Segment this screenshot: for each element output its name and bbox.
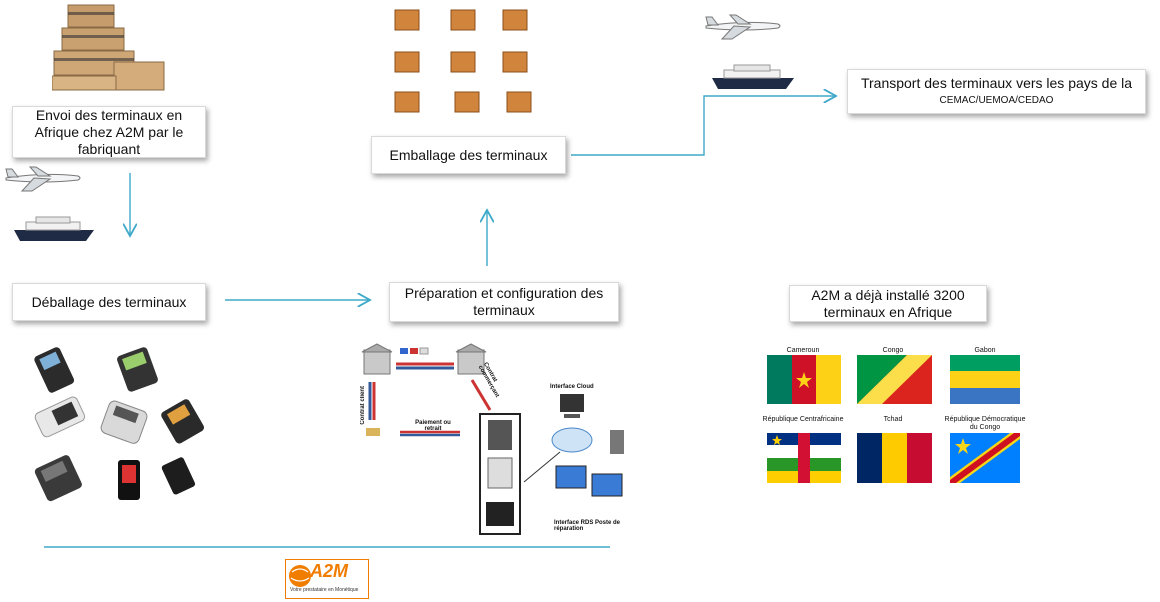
- flag-gabon: [950, 355, 1020, 404]
- flag-label-congo: Congo: [882, 347, 904, 354]
- step-emballage-label: Emballage des terminaux: [389, 146, 548, 163]
- flag-centrafrique: [767, 433, 841, 483]
- flag-rdc: [950, 433, 1020, 483]
- payment-terminals-image: [34, 347, 205, 502]
- flag-congo: [857, 355, 932, 404]
- step-transport-box: Transport des terminaux vers les pays de…: [847, 69, 1146, 114]
- label-interface-rds: Interface RDS Poste de réparation: [554, 520, 621, 532]
- step-envoi-label: Envoi des terminaux en Afrique chez A2M …: [34, 106, 184, 157]
- network-diagram: Contrat client Contrat commerçant Paieme…: [360, 342, 630, 542]
- step-transport-zones: CEMAC/UEMOA/CEDAO: [939, 94, 1054, 106]
- step-envoi-box: Envoi des terminaux en Afrique chez A2M …: [12, 106, 206, 158]
- flag-tchad: [857, 433, 932, 483]
- label-contrat-client: Contrat client: [360, 386, 366, 425]
- flag-label-tchad: Tchad: [883, 416, 903, 423]
- flag-cameroun: [767, 355, 841, 404]
- flag-label-gabon: Gabon: [974, 347, 996, 354]
- airplane-icon: [705, 14, 781, 40]
- step-emballage-box: Emballage des terminaux: [371, 136, 566, 174]
- step-deballage-box: Déballage des terminaux: [12, 283, 206, 321]
- flag-label-rdc: République Démocratique du Congo: [944, 416, 1026, 431]
- label-paiement: Paiement ou retrait: [415, 420, 451, 432]
- installed-count-box: A2M a déjà installé 3200 terminaux en Af…: [789, 285, 987, 322]
- arrow-emballage-to-transport: [571, 96, 836, 156]
- network-diagram-graphics: [361, 343, 624, 535]
- step-deballage-label: Déballage des terminaux: [31, 293, 187, 310]
- ship-icon: [712, 64, 794, 89]
- installed-count-label: A2M a déjà installé 3200 terminaux en Af…: [811, 286, 965, 320]
- step-preparation-label: Préparation et configuration des termina…: [404, 285, 604, 318]
- step-preparation-box: Préparation et configuration des termina…: [389, 282, 619, 322]
- packed-boxes-image: [394, 9, 532, 113]
- flag-label-cameroun: Cameroun: [786, 347, 820, 354]
- logo-tagline: Votre prestataire en Monétique: [290, 587, 359, 593]
- label-interface-cloud: Interface Cloud: [550, 384, 594, 390]
- logo-brand: A2M: [310, 561, 349, 581]
- globe-icon: [289, 565, 311, 587]
- flag-label-centrafrique: République Centrafricaine: [762, 416, 844, 423]
- airplane-icon: [5, 166, 81, 192]
- step-transport-label: Transport des terminaux vers les pays de…: [860, 74, 1133, 91]
- a2m-logo: A2M Votre prestataire en Monétique: [285, 559, 369, 599]
- shipping-boxes-image: [52, 4, 165, 91]
- ship-icon: [14, 216, 94, 241]
